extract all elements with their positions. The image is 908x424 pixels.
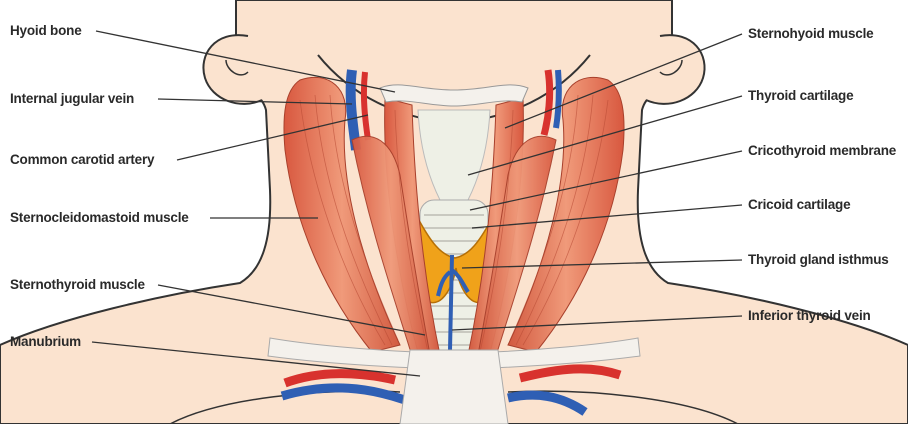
label-cricothyroid-membrane: Cricothyroid membrane — [748, 143, 896, 159]
label-cricoid-cartilage: Cricoid cartilage — [748, 197, 850, 213]
label-sternothyroid-muscle: Sternothyroid muscle — [10, 277, 145, 293]
label-internal-jugular-vein: Internal jugular vein — [10, 91, 134, 107]
label-manubrium: Manubrium — [10, 334, 81, 350]
label-thyroid-cartilage: Thyroid cartilage — [748, 88, 853, 104]
label-sternocleidomastoid-muscle: Sternocleidomastoid muscle — [10, 210, 189, 226]
label-sternohyoid-muscle: Sternohyoid muscle — [748, 26, 873, 42]
label-thyroid-gland-isthmus: Thyroid gland isthmus — [748, 252, 889, 268]
label-common-carotid-artery: Common carotid artery — [10, 152, 154, 168]
label-inferior-thyroid-vein: Inferior thyroid vein — [748, 308, 871, 324]
label-hyoid-bone: Hyoid bone — [10, 23, 82, 39]
